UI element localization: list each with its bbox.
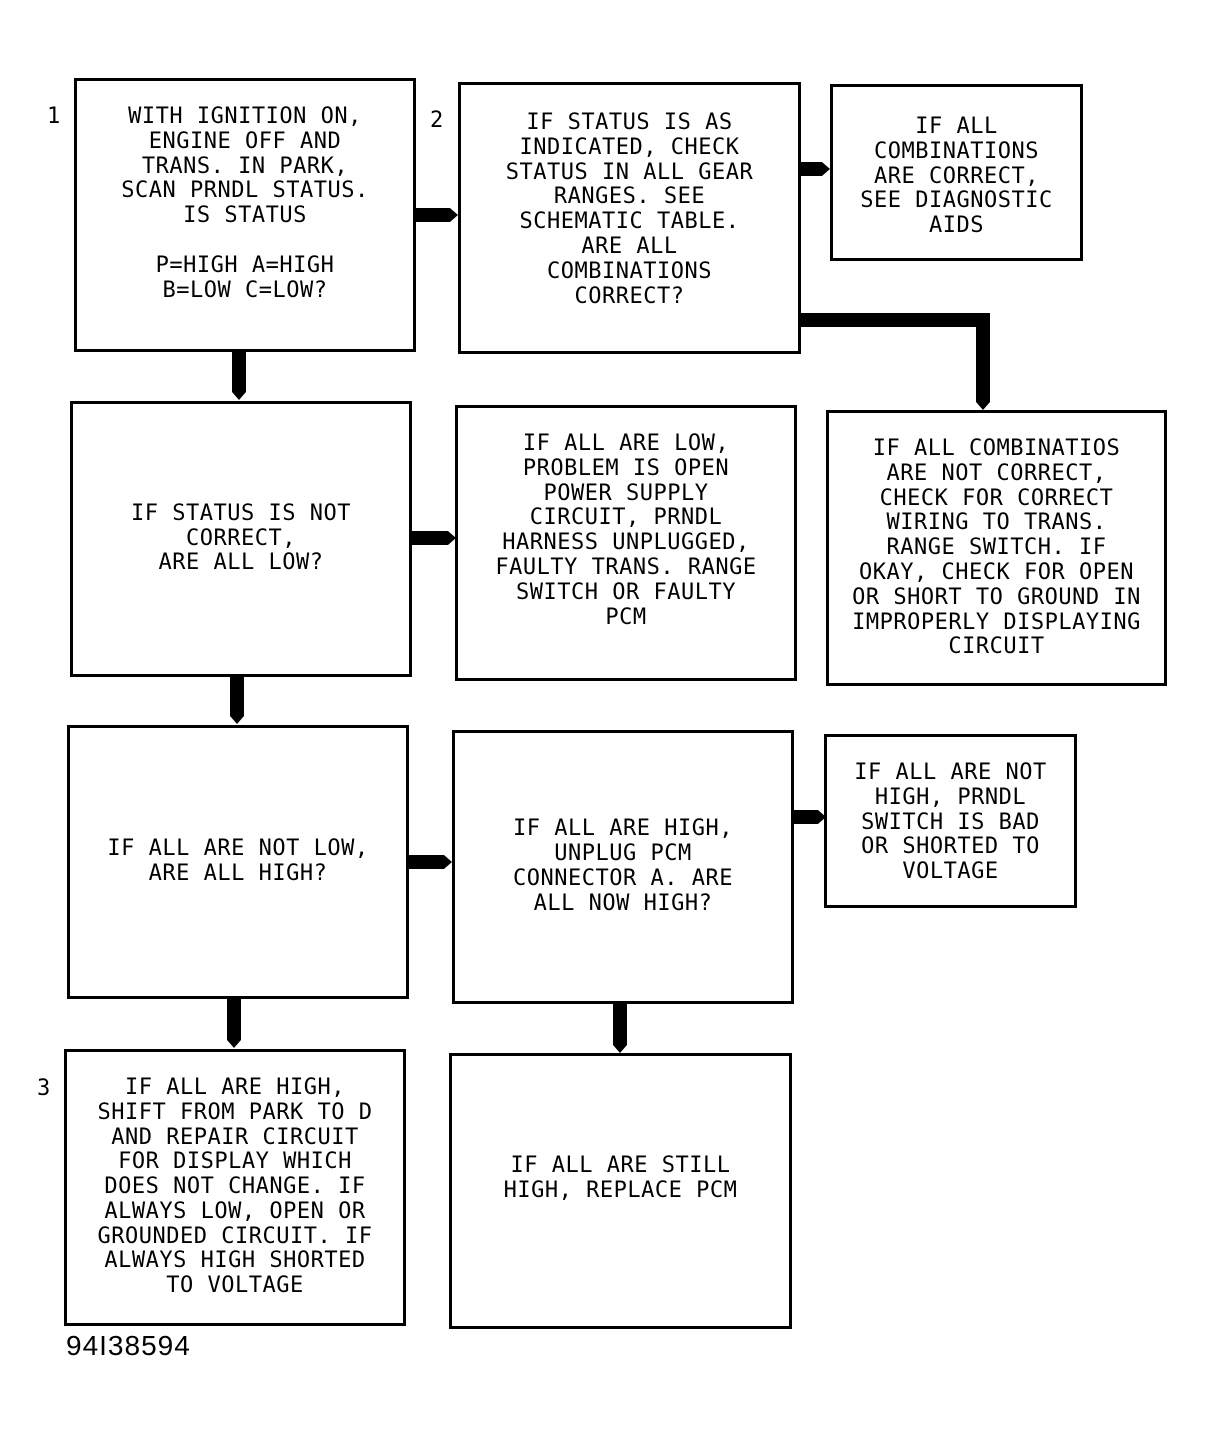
box-check-all-gear-ranges: IF STATUS IS AS INDICATED, CHECK STATUS … <box>458 82 801 354</box>
box-shift-park-to-d-text: IF ALL ARE HIGH, SHIFT FROM PARK TO D AN… <box>97 1074 373 1299</box>
box-unplug-pcm-connector: IF ALL ARE HIGH, UNPLUG PCM CONNECTOR A.… <box>452 730 794 1004</box>
box-are-all-low-text: IF STATUS IS NOT CORRECT, ARE ALL LOW? <box>131 500 351 576</box>
arrow-b7-b10 <box>227 998 241 1048</box>
arrow-b8-b11 <box>613 1003 627 1053</box>
box-combinations-not-correct: IF ALL COMBINATIOS ARE NOT CORRECT, CHEC… <box>826 410 1167 686</box>
arrow-b4-b5 <box>410 531 456 545</box>
box-check-all-gear-ranges-text: IF STATUS IS AS INDICATED, CHECK STATUS … <box>505 110 754 309</box>
box-scan-prndl-status-text: WITH IGNITION ON, ENGINE OFF AND TRANS. … <box>121 104 369 303</box>
box-replace-pcm-text: IF ALL ARE STILL HIGH, REPLACE PCM <box>503 1153 738 1203</box>
arrow-b1-b2 <box>412 208 458 222</box>
box-scan-prndl-status: WITH IGNITION ON, ENGINE OFF AND TRANS. … <box>74 78 416 352</box>
arrow-b7-b8 <box>407 855 452 869</box>
box-are-all-low: IF STATUS IS NOT CORRECT, ARE ALL LOW? <box>70 401 412 677</box>
step-number-3: 3 <box>37 1076 51 1101</box>
step-number-1: 1 <box>47 104 61 129</box>
box-combinations-not-correct-text: IF ALL COMBINATIOS ARE NOT CORRECT, CHEC… <box>852 436 1141 660</box>
figure-id: 94I38594 <box>66 1330 191 1361</box>
box-shift-park-to-d: IF ALL ARE HIGH, SHIFT FROM PARK TO D AN… <box>64 1049 406 1326</box>
box-all-low-open-power: IF ALL ARE LOW, PROBLEM IS OPEN POWER SU… <box>455 405 797 681</box>
box-prndl-switch-bad-text: IF ALL ARE NOT HIGH, PRNDL SWITCH IS BAD… <box>854 760 1047 885</box>
box-all-low-open-power-text: IF ALL ARE LOW, PROBLEM IS OPEN POWER SU… <box>495 431 757 630</box>
box-see-diagnostic-aids: IF ALL COMBINATIONS ARE CORRECT, SEE DIA… <box>830 84 1083 261</box>
arrow-b4-b7 <box>230 676 244 724</box>
box-are-all-high: IF ALL ARE NOT LOW, ARE ALL HIGH? <box>67 725 409 999</box>
box-unplug-pcm-connector-text: IF ALL ARE HIGH, UNPLUG PCM CONNECTOR A.… <box>513 816 733 916</box>
arrow-b2-b3 <box>798 162 830 176</box>
box-are-all-high-text: IF ALL ARE NOT LOW, ARE ALL HIGH? <box>107 836 369 886</box>
arrow-b8-b9 <box>793 810 826 824</box>
arrow-b2-b6 <box>798 313 990 410</box>
arrow-b1-b4 <box>232 352 246 400</box>
box-replace-pcm: IF ALL ARE STILL HIGH, REPLACE PCM <box>449 1053 792 1329</box>
box-prndl-switch-bad: IF ALL ARE NOT HIGH, PRNDL SWITCH IS BAD… <box>824 734 1077 908</box>
step-number-2: 2 <box>430 108 444 133</box>
box-see-diagnostic-aids-text: IF ALL COMBINATIONS ARE CORRECT, SEE DIA… <box>860 114 1053 239</box>
